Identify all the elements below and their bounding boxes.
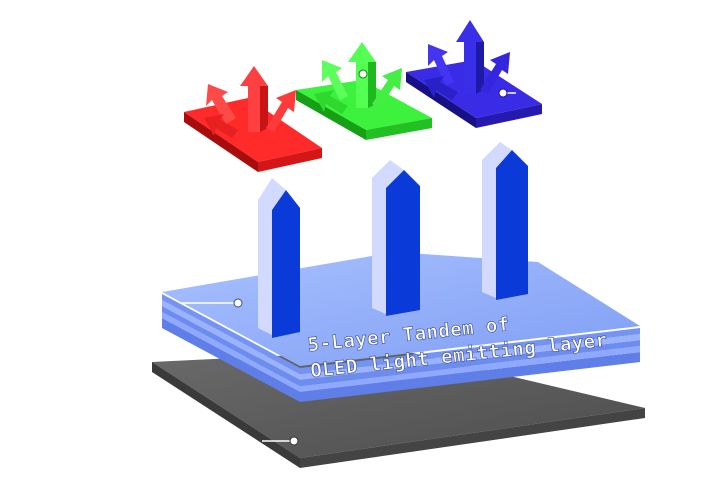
- red-plate-front: [258, 148, 322, 172]
- green-plate-side: [296, 90, 366, 140]
- pillar-right: [482, 142, 528, 300]
- green-plate-front: [366, 118, 432, 140]
- red-subpixel: [184, 66, 322, 172]
- stack-layer-1: [162, 294, 640, 374]
- green-pointer: [358, 69, 368, 79]
- emission-arrows-icon: [314, 42, 402, 114]
- stack-layer-3: [162, 306, 640, 386]
- pillar-middle: [372, 160, 420, 316]
- blue-pointer: [498, 88, 516, 98]
- pillar-left: [258, 178, 300, 338]
- stack-pointer: [182, 298, 243, 308]
- stack-layer-2: [162, 300, 640, 380]
- stack-layer-4: [162, 312, 640, 392]
- green-subpixel: [296, 42, 432, 140]
- light-pillar-icon: [258, 142, 528, 338]
- emission-arrows-icon: [204, 66, 296, 138]
- emission-arrows-icon: [424, 20, 510, 100]
- stack-layer-5: [162, 318, 640, 402]
- substrate-side-right: [300, 408, 645, 468]
- substrate-pointer: [262, 436, 299, 446]
- blue-subpixel: [406, 20, 542, 128]
- red-plate-side: [184, 112, 258, 172]
- blue-plate-side: [406, 72, 476, 128]
- blue-plate-front: [476, 104, 542, 128]
